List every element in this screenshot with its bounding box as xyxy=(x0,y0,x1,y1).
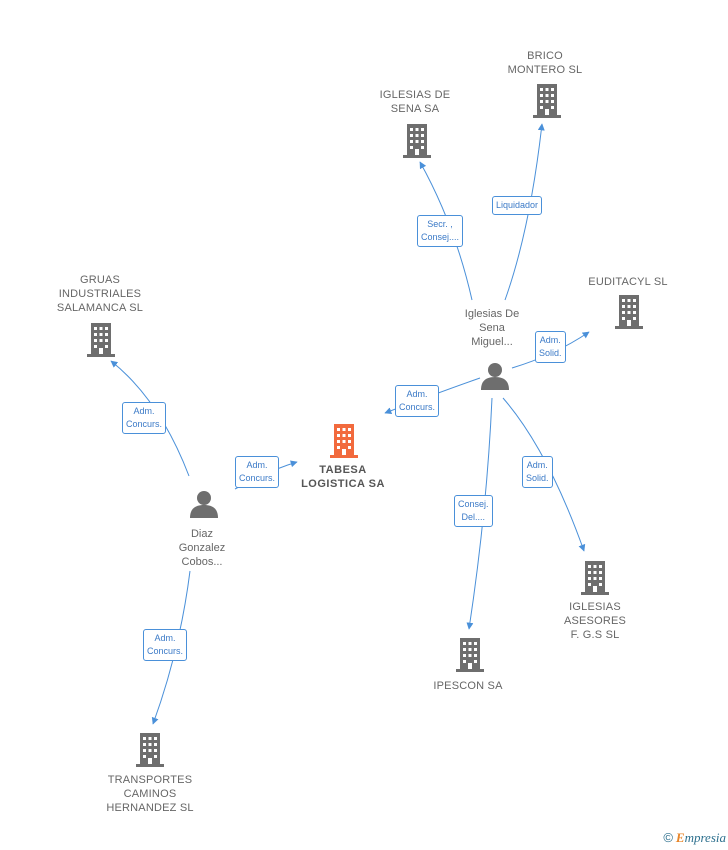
edge-label-line: Adm. xyxy=(246,460,268,470)
label-line: BRICO xyxy=(527,50,563,62)
building-icon xyxy=(581,561,609,595)
label-line: F. G.S SL xyxy=(570,629,620,641)
node-euditacyl-label[interactable]: EUDITACYL SL xyxy=(578,275,678,289)
edge-label-line: Secr. , xyxy=(427,219,453,229)
edge-label-line: Solid. xyxy=(539,348,562,358)
building-icon xyxy=(615,295,643,329)
edge-iglesias-to-brico xyxy=(504,123,545,301)
edge-label-line: Concurs. xyxy=(239,473,276,483)
edge-label-iglesias-to-ipescon[interactable]: Consej. Del.... xyxy=(454,495,493,527)
node-transportes-label[interactable]: TRANSPORTES CAMINOS HERNANDEZ SL xyxy=(90,773,210,815)
node-diaz-person-label[interactable]: Diaz Gonzalez Cobos... xyxy=(157,527,247,569)
edge-label-line: Adm. xyxy=(154,633,176,643)
label-line: EUDITACYL SL xyxy=(588,276,668,288)
label-line: HERNANDEZ SL xyxy=(106,802,194,814)
edge-label-line: Consej.... xyxy=(421,232,460,242)
node-iglesias-asesores-label[interactable]: IGLESIAS ASESORES F. G.S SL xyxy=(545,600,645,642)
node-tabesa-label[interactable]: TABESA LOGISTICA SA xyxy=(284,463,402,491)
label-line: Miguel... xyxy=(471,336,513,348)
edge-label-line: Consej. xyxy=(458,499,489,509)
label-line: GRUAS xyxy=(79,274,121,286)
node-gruas-label[interactable]: GRUAS INDUSTRIALES SALAMANCA SL xyxy=(40,273,160,315)
node-ipescon-label[interactable]: IPESCON SA xyxy=(418,679,518,693)
edge-label-line: Solid. xyxy=(526,473,549,483)
edge-label-line: Concurs. xyxy=(147,646,184,656)
edge-label-line: Adm. xyxy=(526,460,548,470)
edge-label-iglesias-to-tabesa[interactable]: Adm. Concurs. xyxy=(395,385,440,417)
node-brico-label[interactable]: BRICO MONTERO SL xyxy=(490,49,600,77)
edge-label-diaz-to-transportes[interactable]: Adm. Concurs. xyxy=(143,629,188,661)
edge-label-line: Concurs. xyxy=(126,419,163,429)
edge-label-line: Liquidador xyxy=(496,200,539,210)
building-icon xyxy=(533,84,561,118)
label-line: INDUSTRIALES xyxy=(58,288,142,300)
label-line: TABESA xyxy=(319,464,367,476)
watermark-initial: E xyxy=(675,830,685,845)
edge-label-line: Del.... xyxy=(461,512,486,522)
label-line: ASESORES xyxy=(563,615,627,627)
label-line: Cobos... xyxy=(181,556,223,568)
copyright-icon: © xyxy=(663,830,673,845)
edge-label-iglesias-to-brico[interactable]: Liquidador xyxy=(492,196,543,215)
label-line: Iglesias De xyxy=(464,308,520,320)
label-line: MONTERO SL xyxy=(507,64,583,76)
label-line: IGLESIAS xyxy=(569,601,621,613)
label-line: Diaz xyxy=(190,528,213,540)
label-line: SALAMANCA SL xyxy=(56,302,144,314)
label-line: IGLESIAS DE xyxy=(379,89,451,101)
edge-label-iglesias-to-asesores[interactable]: Adm. Solid. xyxy=(522,456,553,488)
empresia-watermark[interactable]: ©Empresia xyxy=(663,830,726,846)
node-iglesias-person-label[interactable]: Iglesias De Sena Miguel... xyxy=(447,307,537,349)
edge-label-line: Adm. xyxy=(406,389,428,399)
person-icon xyxy=(190,491,218,518)
label-line: CAMINOS xyxy=(123,788,177,800)
person-icon xyxy=(481,363,509,390)
node-iglesias-sena-label[interactable]: IGLESIAS DE SENA SA xyxy=(360,88,470,116)
edge-label-iglesias-to-euditacyl[interactable]: Adm. Solid. xyxy=(535,331,566,363)
edge-label-iglesias-to-iglesias-sena[interactable]: Secr. , Consej.... xyxy=(417,215,464,247)
building-icon xyxy=(136,733,164,767)
edge-label-line: Adm. xyxy=(133,406,155,416)
label-line: SENA SA xyxy=(390,103,440,115)
building-icon xyxy=(87,323,115,357)
building-icon xyxy=(403,124,431,158)
edge-label-line: Concurs. xyxy=(399,402,436,412)
label-line: Sena xyxy=(479,322,505,334)
edge-label-diaz-to-tabesa[interactable]: Adm. Concurs. xyxy=(235,456,280,488)
label-line: IPESCON SA xyxy=(433,680,503,692)
edge-label-diaz-to-gruas[interactable]: Adm. Concurs. xyxy=(122,402,167,434)
building-icon xyxy=(456,638,484,672)
label-line: Gonzalez xyxy=(178,542,226,554)
edge-label-line: Adm. xyxy=(539,335,561,345)
label-line: LOGISTICA SA xyxy=(301,478,385,490)
building-icon xyxy=(330,424,358,458)
label-line: TRANSPORTES xyxy=(107,774,193,786)
watermark-text: mpresia xyxy=(684,830,726,845)
